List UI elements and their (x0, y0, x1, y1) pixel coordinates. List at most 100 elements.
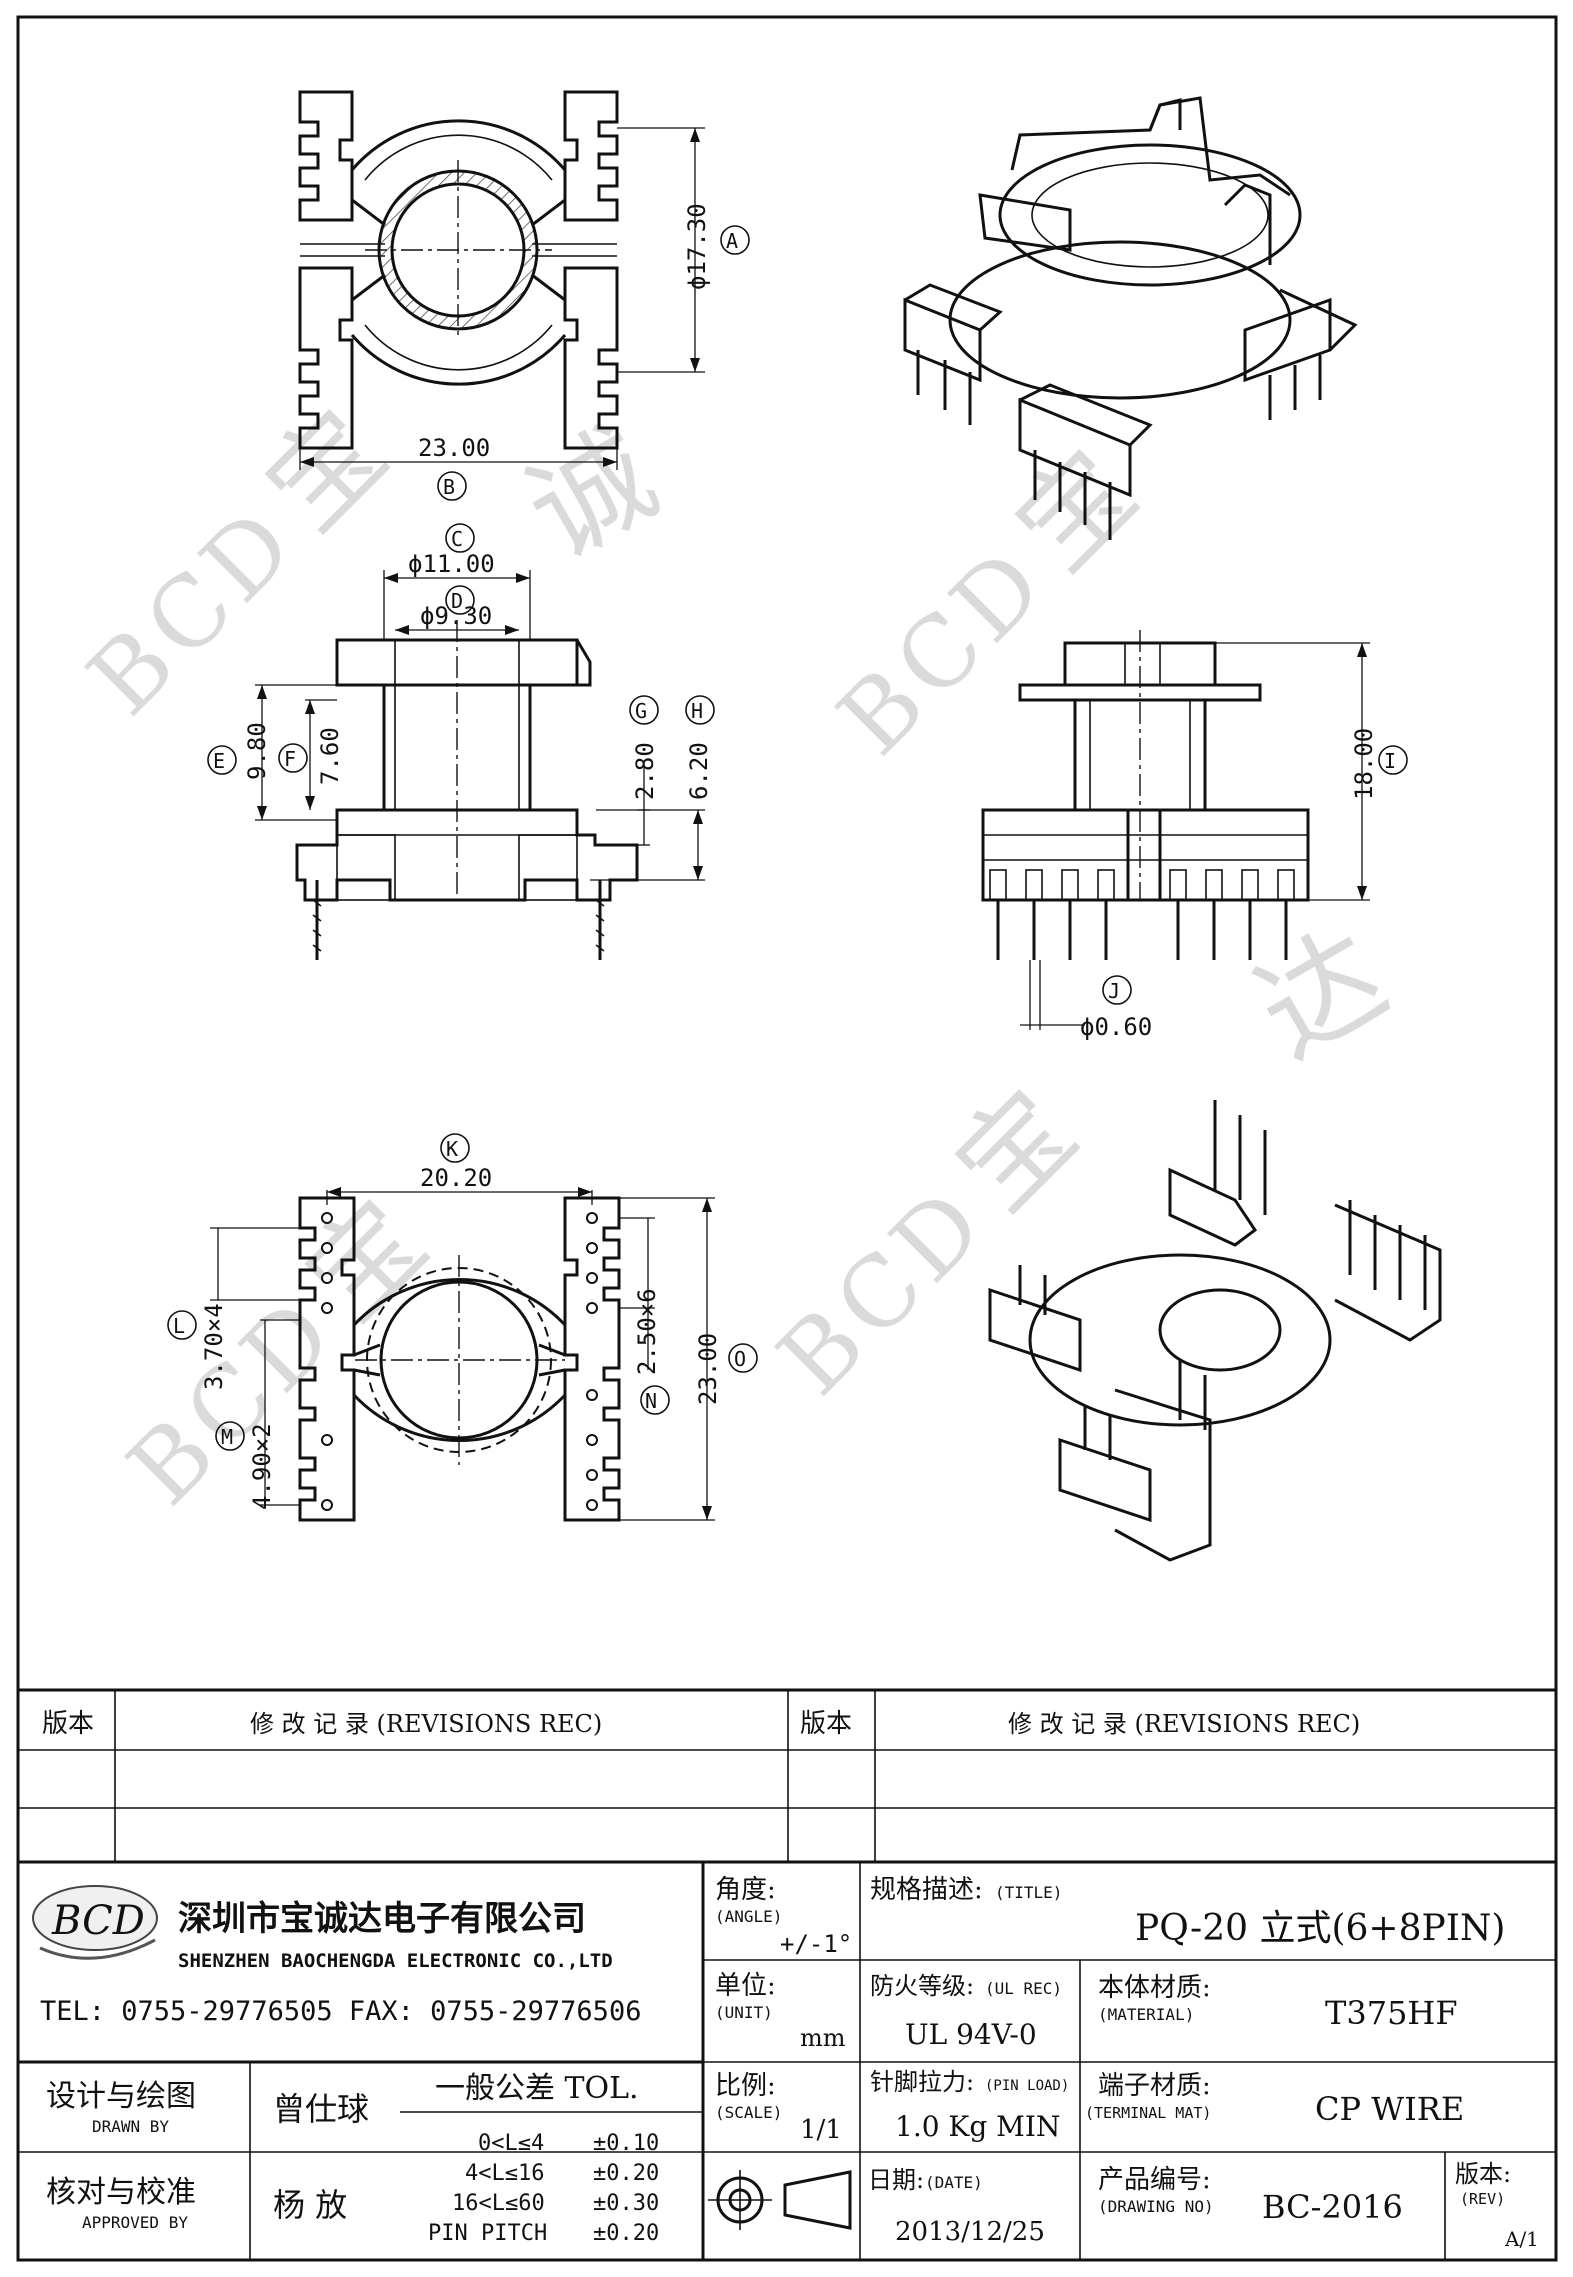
svg-text:G: G (635, 699, 647, 723)
pinload-label: 针脚拉力: (870, 2068, 974, 2096)
rev-label-en: (REV) (1460, 2190, 1505, 2208)
date-value: 2013/12/25 (895, 2217, 1045, 2247)
company-logo: BCD (32, 1885, 158, 1960)
svg-text:BCD: BCD (51, 1898, 145, 1944)
unit-label-en: (UNIT) (715, 2003, 773, 2022)
designer-label: 设计与绘图 (46, 2079, 196, 2114)
tolerance-title: 一般公差 TOL. (435, 2071, 639, 2106)
rev-value: A/1 (1504, 2227, 1539, 2251)
tolerance-range: 0<L≤4 (478, 2131, 544, 2156)
angle-label-en: (ANGLE) (715, 1907, 782, 1926)
drawing-no-value: BC-2016 (1262, 2188, 1403, 2226)
svg-text:A: A (726, 229, 738, 253)
rev-col-label-2: 版本 (800, 1709, 852, 1739)
svg-text:J: J (1108, 979, 1120, 1003)
dim-A-value: ϕ17.30 (683, 203, 711, 290)
company-name-en: SHENZHEN BAOCHENGDA ELECTRONIC CO.,LTD (178, 1950, 613, 1972)
approver-label: 核对与校准 (46, 2175, 196, 2210)
dim-J-value: ϕ0.60 (1080, 1013, 1152, 1041)
unit-value: mm (800, 2024, 846, 2052)
angle-value: +/-1° (780, 1930, 852, 1958)
revision-table: 版本 修 改 记 录 (REVISIONS REC) 版本 修 改 记 录 (R… (18, 1688, 1556, 1863)
material-label: 本体材质: (1098, 1973, 1211, 2003)
designer-name: 曾仕球 (273, 2090, 369, 2128)
svg-text:F: F (284, 747, 296, 771)
angle-label: 角度: (715, 1875, 776, 1905)
dim-F-value: 7.60 (316, 727, 344, 785)
rev-col-label: 版本 (42, 1709, 94, 1739)
svg-text:H: H (691, 699, 703, 723)
ul-value: UL 94V-0 (905, 2018, 1037, 2051)
tolerance-range: 16<L≤60 (452, 2191, 545, 2216)
unit-label: 单位: (715, 1971, 776, 2001)
sheet-border (16, 15, 1558, 2262)
dim-K-value: 20.20 (420, 1164, 492, 1192)
scale-label-en: (SCALE) (715, 2103, 782, 2122)
svg-text:M: M (221, 1425, 233, 1449)
front-view: ϕ11.00 C ϕ9.30 D 9.80 E 7.60 F 2.80 G (207, 523, 715, 960)
dim-L-value: 3.70×4 (200, 1303, 228, 1390)
tolerance-range: PIN PITCH (428, 2221, 547, 2246)
dim-B-value: 23.00 (418, 434, 490, 462)
svg-text:L: L (173, 1314, 185, 1338)
scale-label: 比例: (715, 2071, 776, 2101)
scale-value: 1/1 (800, 2115, 842, 2145)
approver-name: 杨 放 (273, 2186, 347, 2224)
company-name-cn: 深圳市宝诚达电子有限公司 (178, 1899, 586, 1939)
side-view: 18.00 I ϕ0.60 J (981, 630, 1408, 1041)
bottom-view: 20.20 K 3.70×4 L 4.90×2 M 2.50×6 N 23.00… (167, 1133, 758, 1522)
dim-C-value: ϕ11.00 (408, 550, 495, 578)
dim-M-value: 4.90×2 (248, 1423, 276, 1510)
title-block: BCD 深圳市宝诚达电子有限公司 SHENZHEN BAOCHENGDA ELE… (18, 1860, 1556, 2260)
dim-I-value: 18.00 (1350, 728, 1378, 800)
terminal-label-en: (TERMINAL MAT) (1085, 2104, 1211, 2122)
svg-text:K: K (446, 1137, 458, 1161)
pinload-value: 1.0 Kg MIN (895, 2110, 1060, 2143)
dim-G-value: 2.80 (631, 742, 659, 800)
drawing-no-label: 产品编号: (1098, 2165, 1211, 2195)
isometric-view-bottom (988, 1100, 1442, 1562)
tolerance-range: 4<L≤16 (465, 2161, 544, 2186)
tolerance-value: ±0.20 (593, 2161, 659, 2186)
projection-symbol (708, 2170, 852, 2230)
svg-text:O: O (734, 1347, 746, 1371)
date-label: 日期: (868, 2166, 924, 2194)
dim-H-value: 6.20 (685, 742, 713, 800)
tolerance-value: ±0.20 (593, 2221, 659, 2246)
svg-text:I: I (1384, 749, 1396, 773)
designer-label-en: DRAWN BY (92, 2117, 169, 2136)
title-value: PQ-20 立式(6+8PIN) (1135, 1908, 1505, 1949)
title-label: 规格描述: (870, 1875, 983, 1905)
svg-text:C: C (451, 527, 463, 551)
dim-O-value: 23.00 (694, 1333, 722, 1405)
material-label-en: (MATERIAL) (1098, 2005, 1194, 2024)
isometric-view-top (903, 96, 1358, 540)
svg-text:N: N (645, 1389, 657, 1413)
date-label-en: (DATE) (925, 2173, 983, 2192)
title-label-en: (TITLE) (995, 1883, 1062, 1902)
tolerance-value: ±0.10 (593, 2131, 659, 2156)
material-value: T375HF (1325, 1994, 1458, 2032)
ul-label-en: (UL REC) (985, 1979, 1062, 1998)
company-contact: TEL: 0755-29776505 FAX: 0755-29776506 (40, 1996, 641, 2027)
svg-text:E: E (213, 749, 225, 773)
approver-label-en: APPROVED BY (82, 2213, 188, 2232)
svg-text:D: D (451, 589, 463, 613)
drawing-no-label-en: (DRAWING NO) (1098, 2197, 1214, 2216)
tolerance-value: ±0.30 (593, 2191, 659, 2216)
svg-text:B: B (443, 475, 455, 499)
svg-text:达: 达 (1235, 905, 1408, 1085)
terminal-label: 端子材质: (1098, 2071, 1211, 2101)
terminal-value: CP WIRE (1315, 2090, 1464, 2128)
ul-label: 防火等级: (870, 1972, 974, 2000)
tolerance-table: 0<L≤4 ±0.10 4<L≤16 ±0.20 16<L≤60 ±0.30 P… (428, 2131, 659, 2246)
svg-text:诚: 诚 (505, 405, 678, 585)
dim-N-value: 2.50×6 (633, 1288, 661, 1375)
rev-rec-label: 修 改 记 录 (REVISIONS REC) (250, 1710, 602, 1738)
rev-rec-label-2: 修 改 记 录 (REVISIONS REC) (1008, 1710, 1360, 1738)
rev-label: 版本: (1455, 2160, 1511, 2188)
pinload-label-en: (PIN LOAD) (985, 2078, 1069, 2094)
dim-D-value: ϕ9.30 (420, 602, 492, 630)
dim-E-value: 9.80 (243, 722, 271, 780)
